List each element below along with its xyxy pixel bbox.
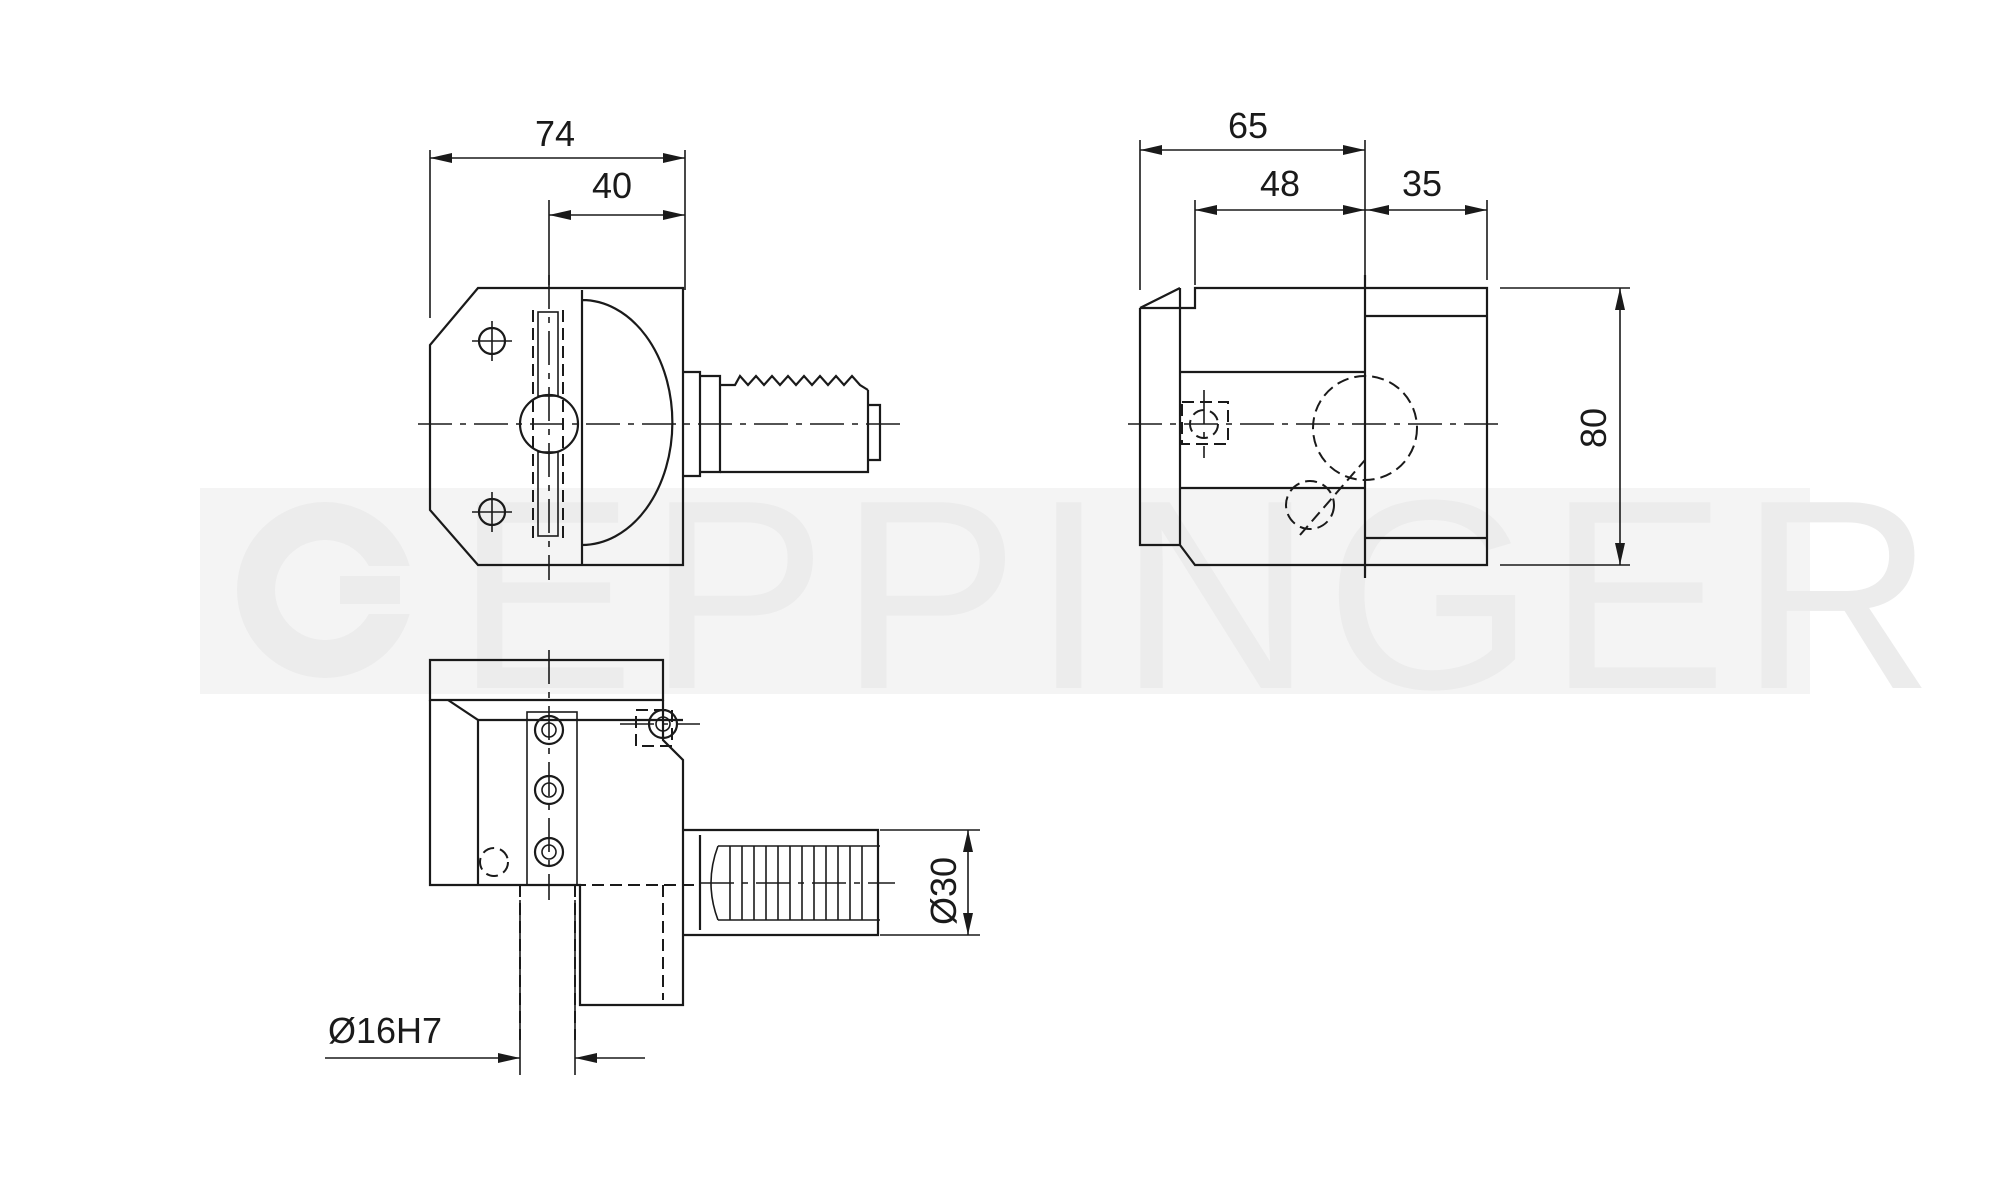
dim-width-total: 65 <box>1228 105 1268 146</box>
side-view: 65 48 35 80 <box>1128 105 1630 578</box>
eppinger-logo-icon <box>237 502 430 678</box>
dim-width-inner: 48 <box>1260 163 1300 204</box>
watermark-text: EPPINGER <box>455 445 1946 746</box>
dim-shank-diameter: Ø30 <box>923 857 964 925</box>
dim-offset: 40 <box>592 165 632 206</box>
dim-bore: Ø16H7 <box>328 1010 442 1051</box>
screw-icon <box>472 321 512 361</box>
watermark: EPPINGER <box>200 445 1946 746</box>
top-view: Ø30 Ø16H7 <box>325 650 980 1075</box>
dim-height: 80 <box>1573 408 1614 448</box>
dim-shank-length: 35 <box>1402 163 1442 204</box>
screw-icon <box>472 492 512 532</box>
dim-overall-width: 74 <box>535 113 575 154</box>
front-view: 74 40 <box>418 113 900 580</box>
